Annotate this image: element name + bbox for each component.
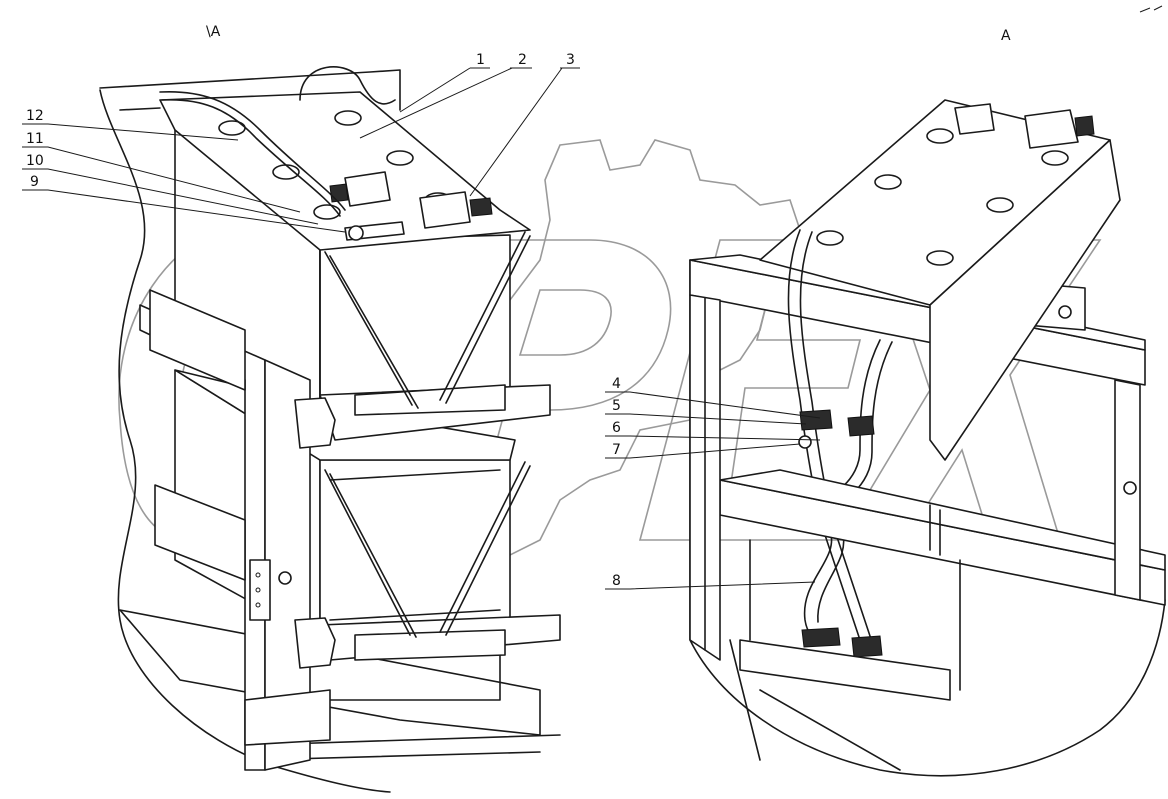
leader-7 — [605, 443, 801, 459]
leader-2 — [359, 67, 532, 139]
frame-bolt — [1058, 305, 1072, 319]
side-cable — [159, 90, 346, 211]
callout-6: 6 — [612, 420, 621, 436]
cable-clamp-upper-left — [799, 409, 833, 431]
callout-4: 4 — [612, 376, 621, 392]
callout-1: 1 — [476, 52, 485, 68]
right-battery-front — [929, 139, 1121, 461]
corner-mark — [1139, 5, 1163, 13]
leader-8 — [605, 581, 816, 590]
lower-tray-bar — [354, 629, 506, 661]
left-side-plate-lower — [154, 484, 246, 581]
callout-11: 11 — [26, 131, 44, 147]
left-mount-bracket-upper — [294, 397, 336, 449]
callout-10: 10 — [26, 153, 44, 169]
lower-strap-rods — [324, 461, 531, 638]
view-label-right: A — [1001, 28, 1011, 44]
right-cable-left — [787, 229, 821, 521]
left-top-rail — [99, 69, 401, 111]
right-mid-frame-top — [719, 469, 1166, 571]
right-terminal-box-left — [954, 103, 995, 135]
callouts: 1 2 3 12 11 10 9 4 5 6 7 8 — [22, 52, 821, 590]
lower-battery-edge — [329, 469, 501, 621]
leader-9 — [22, 189, 346, 233]
left-assembly — [99, 66, 561, 793]
right-lower-tray — [739, 639, 951, 701]
mid-frame-joint — [929, 504, 941, 556]
right-cable-cross — [819, 519, 873, 643]
right-cable-left-inner — [799, 231, 833, 523]
callout-9: 9 — [30, 174, 39, 190]
leader-12 — [22, 123, 239, 141]
left-bolt — [278, 571, 292, 585]
callout-12: 12 — [26, 108, 44, 124]
callout-7: 7 — [612, 442, 621, 458]
cable-clamp-upper-right — [847, 415, 875, 437]
clamp-bolt — [798, 435, 812, 449]
leader-5 — [605, 413, 807, 425]
cable-clamp-lower-left — [801, 627, 841, 648]
terminal-box-left — [344, 171, 391, 207]
left-mount-bracket-lower — [294, 617, 336, 669]
leader-6 — [605, 435, 821, 441]
terminal-clamp-right — [469, 197, 493, 217]
callout-8: 8 — [612, 573, 621, 589]
top-cable — [299, 66, 396, 105]
side-cable-inner — [161, 98, 341, 217]
callout-3: 3 — [566, 52, 575, 68]
left-base-rail — [119, 609, 541, 736]
leader-4 — [605, 391, 821, 419]
upper-strap-rods — [324, 231, 531, 409]
upper-tray-bar — [354, 384, 506, 416]
view-label-left: \A — [206, 24, 221, 40]
right-battery-caps — [816, 128, 1069, 266]
right-lower-struts — [729, 639, 901, 771]
leader-10 — [22, 168, 319, 225]
terminal-box-right — [419, 191, 471, 229]
leader-3 — [469, 67, 580, 197]
right-terminal-clamp — [1074, 115, 1095, 137]
right-post-bolt — [1123, 481, 1137, 495]
left-side-plate-upper — [149, 289, 246, 391]
left-front-post — [264, 359, 311, 771]
watermark-letter-p — [388, 239, 672, 541]
leader-11 — [22, 146, 301, 213]
right-terminal-box-right — [1024, 109, 1079, 149]
right-assembly — [689, 99, 1166, 777]
callout-2: 2 — [518, 52, 527, 68]
leader-1 — [399, 67, 490, 113]
bolt-head — [348, 225, 364, 241]
left-bottom-foot — [244, 689, 331, 746]
terminal-clamp-left — [329, 183, 349, 203]
callout-5: 5 — [612, 398, 621, 414]
cable-clamp-lower-right — [851, 635, 883, 658]
right-lower-box-edges — [749, 539, 961, 691]
